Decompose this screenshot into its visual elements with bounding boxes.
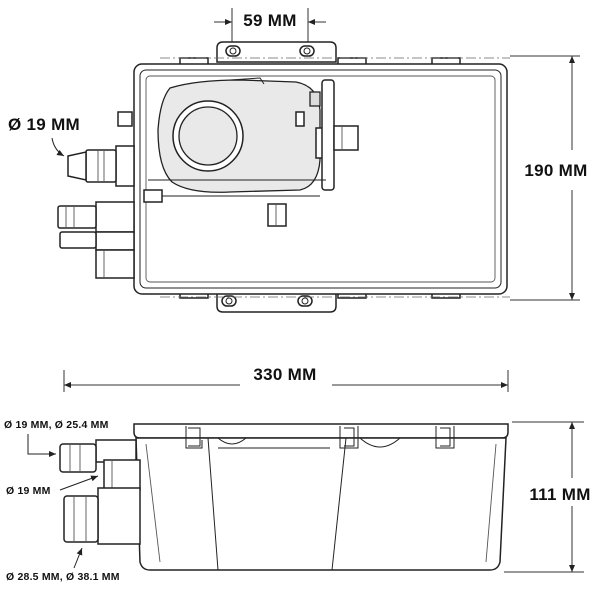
- mounting-tab-top: [216, 41, 337, 63]
- sump-box-inner: [139, 69, 502, 289]
- side-port-label-1: Ø 19 MM, Ø 25.4 MM: [4, 419, 109, 431]
- side-body: [135, 437, 507, 571]
- height-dimension-side-label: 111 MM: [529, 485, 590, 504]
- side-ribs: [145, 426, 497, 571]
- inlet-port-label: Ø 19 MM: [8, 115, 80, 134]
- height-dimension-top: 190 MM: [510, 55, 587, 301]
- side-view: 330 MM: [4, 365, 590, 583]
- height-dimension-top-label: 190 MM: [524, 161, 587, 180]
- outlet-ports: [57, 201, 135, 279]
- top-view: 59 MM: [8, 8, 587, 313]
- length-dimension-label: 330 MM: [253, 365, 316, 384]
- length-dimension: 330 MM: [63, 365, 509, 392]
- width-dimension: 59 MM: [214, 8, 326, 44]
- width-dimension-label: 59 MM: [243, 11, 296, 30]
- pump-motor: [157, 77, 325, 193]
- mounting-tab-bottom: [216, 291, 337, 313]
- lid-panel: [145, 75, 496, 283]
- side-rim: [133, 423, 509, 439]
- float-switch: [143, 79, 359, 227]
- side-port-label-3: Ø 28.5 MM, Ø 38.1 MM: [6, 571, 120, 583]
- height-dimension-side: 111 MM: [504, 421, 590, 573]
- side-ports: [59, 439, 141, 545]
- side-port-label-2: Ø 19 MM: [6, 485, 51, 497]
- inlet-port-small: [67, 111, 135, 187]
